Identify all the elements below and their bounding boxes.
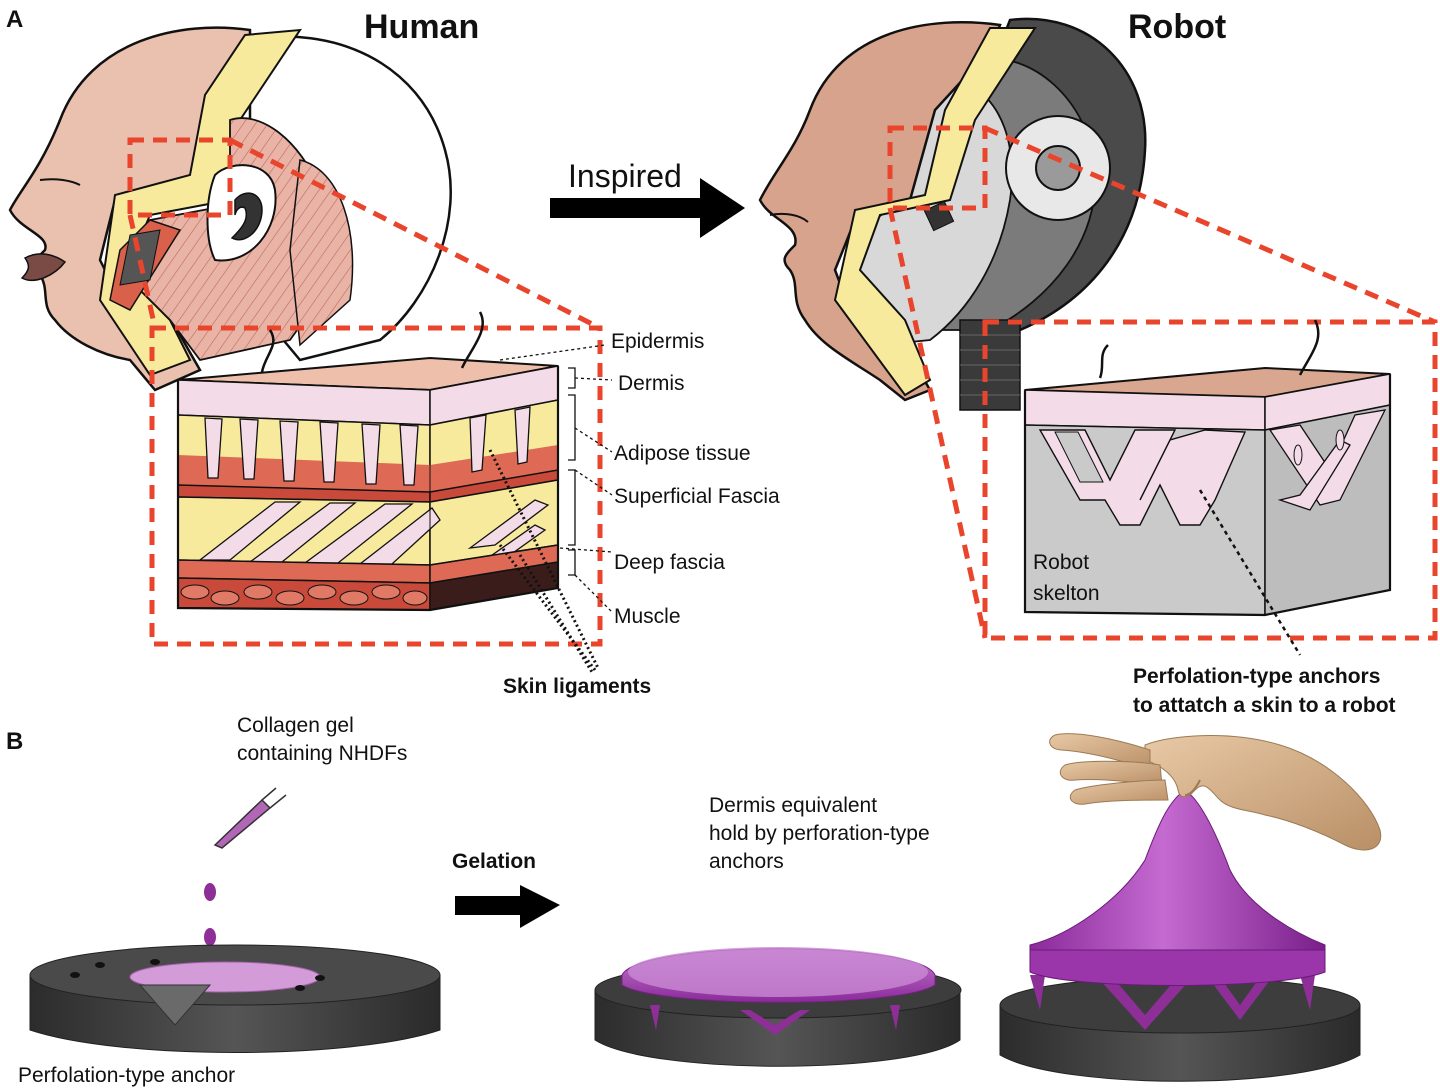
human-label-leaders [499, 344, 613, 613]
layer-label-superficial-fascia: Superficial Fascia [614, 485, 780, 508]
human-skin-layers-block [176, 311, 560, 612]
gel-droplets [204, 883, 216, 946]
gelation-arrow [455, 885, 560, 928]
collagen-gel-label: Collagen gel containing NHDFs [237, 714, 408, 765]
robot-title: Robot [1128, 8, 1227, 46]
inspired-label: Inspired [568, 158, 682, 194]
human-zoom-indicators [127, 137, 603, 647]
anchor-mold-disk [29, 944, 441, 1053]
gelation-label: Gelation [452, 850, 537, 873]
robot-skeleton-label: Robot skelton [1033, 551, 1100, 605]
human-head-illustration [8, 26, 452, 392]
human-title: Human [364, 8, 480, 46]
panel-b-letter: B [6, 728, 24, 755]
skin-ligament-pointers [488, 449, 600, 673]
layer-label-adipose: Adipose tissue [614, 442, 751, 465]
perfolation-anchor-label: Perfolation-type anchor [18, 1064, 236, 1087]
robot-skin-block [1023, 319, 1392, 617]
anchor-pointer-line [1198, 489, 1302, 656]
robot-zoom-indicators [887, 125, 1438, 641]
skin-ligaments-label: Skin ligaments [503, 675, 652, 698]
panel-a-letter: A [6, 6, 24, 33]
pipette-tip [213, 787, 287, 849]
layer-label-dermis: Dermis [618, 372, 685, 395]
inspired-arrow [550, 178, 745, 238]
dermis-equivalent-label: Dermis equivalent hold by perforation-ty… [709, 794, 930, 873]
robot-head-illustration [758, 17, 1147, 411]
pulled-skin-disk [999, 789, 1361, 1082]
layer-label-muscle: Muscle [614, 605, 681, 628]
layer-label-epidermis: Epidermis [611, 330, 705, 353]
hand-illustration [1049, 733, 1382, 851]
layer-label-deep-fascia: Deep fascia [614, 551, 725, 574]
dermis-equivalent-disk [594, 947, 962, 1067]
anchors-caption: Perfolation-type anchors to attatch a sk… [1133, 665, 1396, 717]
